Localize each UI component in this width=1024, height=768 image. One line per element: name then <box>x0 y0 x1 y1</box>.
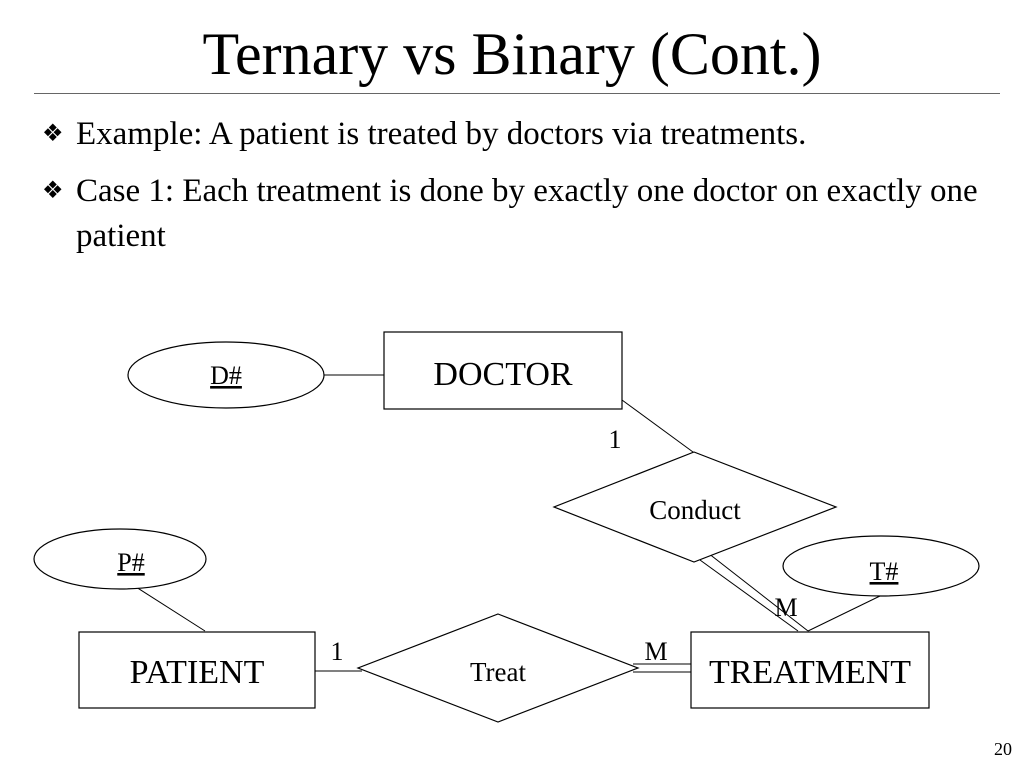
entity-patient <box>78 631 316 709</box>
page-number: 20 <box>994 739 1012 759</box>
attribute-d# <box>127 341 325 409</box>
relationship-treat-label: Treat <box>470 657 527 687</box>
bullet-text: Example: A patient is treated by doctors… <box>76 116 807 152</box>
connector-lines <box>124 374 881 673</box>
cardinality-treat-treatment: M <box>644 637 667 666</box>
attribute-t#-label: T# <box>870 557 899 586</box>
relationship-conduct-label: Conduct <box>649 495 741 525</box>
relationship-conduct <box>552 451 838 563</box>
bullet-text: Case 1: Each treatment is done by exactl… <box>76 173 978 254</box>
title-divider <box>34 93 1000 94</box>
entity-treatment <box>690 631 930 709</box>
bullet-item: ❖ Case 1: Each treatment is done by exac… <box>42 169 996 259</box>
attribute-p#-label: P# <box>117 548 144 577</box>
attribute-t# <box>782 535 980 597</box>
line-conduct-treatment-a <box>707 552 809 632</box>
bullet-item: ❖ Example: A patient is treated by docto… <box>42 112 996 157</box>
entity-doctor-label: DOCTOR <box>433 356 572 393</box>
diamond-bullet-icon: ❖ <box>42 178 64 204</box>
diamond-bullet-icon: ❖ <box>42 121 64 147</box>
slide-title: Ternary vs Binary (Cont.) <box>202 21 822 87</box>
cardinality-conduct-doctor: 1 <box>609 425 622 454</box>
line-t#-treatment <box>807 595 881 632</box>
line-conduct-treatment-b <box>699 559 799 632</box>
cardinality-treat-patient: 1 <box>331 637 344 666</box>
entity-treatment-label: TREATMENT <box>709 654 911 691</box>
attribute-p# <box>33 528 207 590</box>
line-doctor-conduct <box>621 399 694 453</box>
relationship-treat <box>356 613 640 723</box>
cardinality-conduct-treatment: M <box>774 593 797 622</box>
attribute-d#-label: D# <box>210 361 242 390</box>
entity-patient-label: PATIENT <box>130 654 265 691</box>
entity-doctor <box>383 331 623 410</box>
